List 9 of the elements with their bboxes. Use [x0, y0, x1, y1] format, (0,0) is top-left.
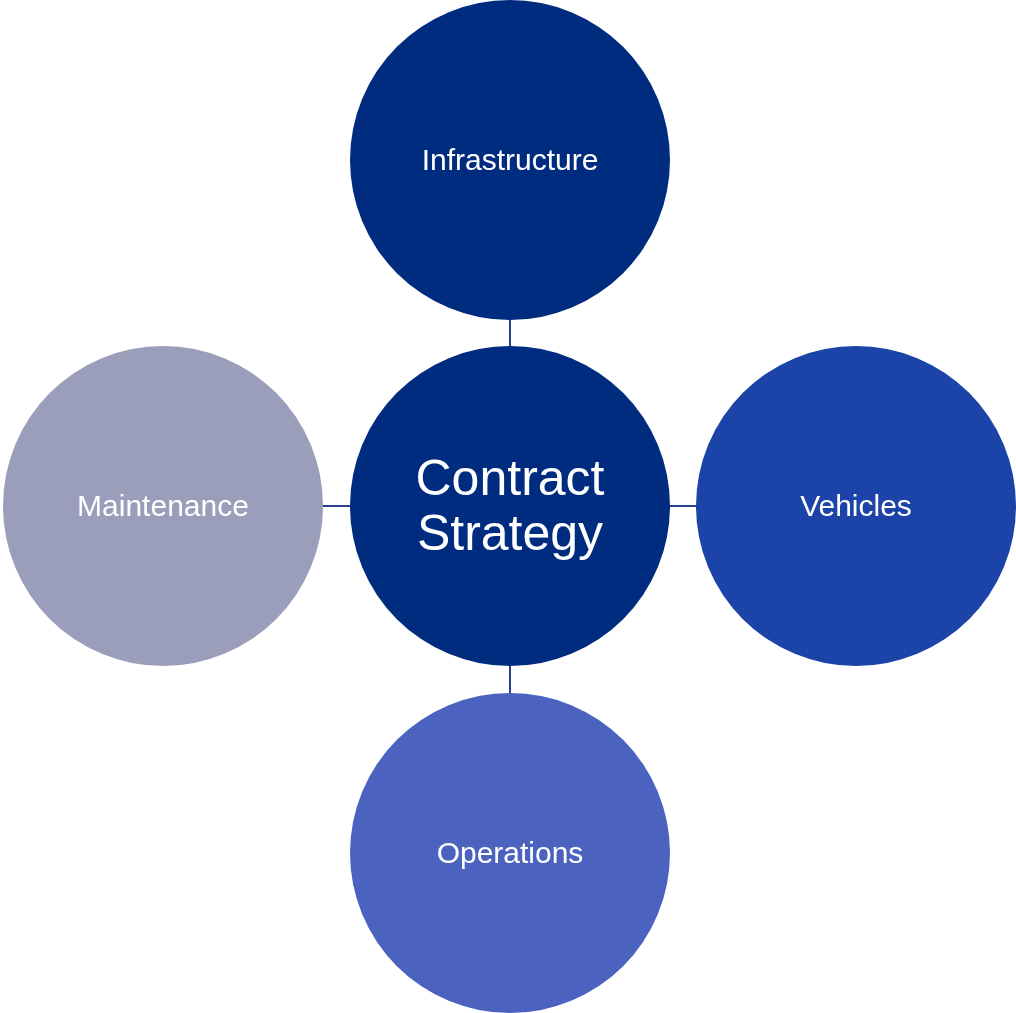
connector-line	[322, 505, 351, 507]
circle-label: Operations	[435, 835, 585, 872]
connector-line	[509, 665, 511, 694]
circle-label: Vehicles	[799, 488, 913, 525]
circle-label: Maintenance	[76, 488, 250, 525]
connector-line	[509, 319, 511, 347]
circle-label: Contract Strategy	[414, 451, 606, 561]
circle-label: Infrastructure	[420, 142, 600, 179]
connector-line	[669, 505, 697, 507]
